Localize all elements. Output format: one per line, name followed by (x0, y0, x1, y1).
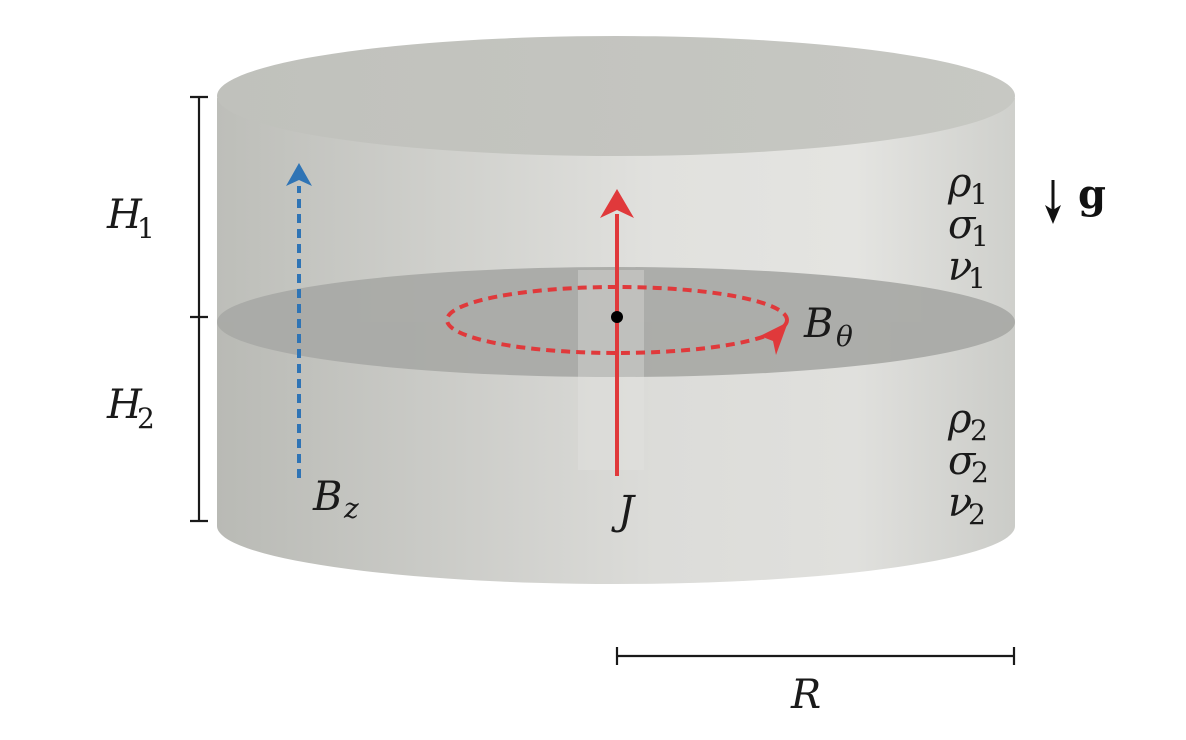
label-g: g (1078, 171, 1106, 218)
radius-scale-bar (615, 647, 1016, 665)
prop-rho2-main: ρ (947, 396, 972, 442)
label-H1-sub: 1 (137, 212, 155, 245)
prop-nu1-main: ν (948, 244, 972, 290)
label-Bz-sub: z (343, 492, 359, 525)
prop-sigma1-main: σ (948, 202, 977, 248)
label-Bz-main: B (312, 474, 342, 520)
current-arrow (600, 189, 634, 476)
prop-nu2-sub: 2 (968, 498, 986, 531)
gravity-arrowhead (1045, 205, 1061, 224)
label-Btheta: B θ (803, 301, 853, 353)
label-Bz: B z (312, 474, 359, 525)
top-cap (217, 36, 1015, 156)
prop-sigma1-sub: 1 (971, 220, 989, 253)
bz-arrowhead (286, 163, 312, 186)
cylinder (217, 36, 1015, 584)
label-H2-sub: 2 (137, 402, 155, 435)
btheta-arrowhead (760, 322, 788, 355)
height-bracket (190, 95, 208, 523)
prop-rho1-main: ρ (947, 160, 972, 206)
axis-column (578, 270, 644, 470)
current-arrowhead (600, 189, 634, 218)
label-H1-main: H (106, 192, 143, 238)
prop-rho2-sub: 2 (970, 414, 988, 447)
prop-nu1-sub: 1 (968, 262, 986, 295)
prop-rho1-sub: 1 (970, 178, 988, 211)
upper-layer-properties: ρ 1 σ 1 ν 1 (947, 160, 989, 295)
label-R: R (790, 672, 821, 718)
prop-sigma2-main: σ (948, 438, 977, 484)
label-H2-main: H (106, 382, 143, 428)
btheta-field-loop (445, 285, 789, 355)
label-H2: H 2 (106, 382, 155, 435)
center-point (611, 311, 623, 323)
lower-layer-properties: ρ 2 σ 2 ν 2 (947, 396, 989, 531)
label-Btheta-main: B (803, 301, 833, 347)
label-Btheta-sub: θ (836, 320, 853, 353)
label-H1: H 1 (106, 192, 155, 245)
prop-sigma2-sub: 2 (971, 456, 989, 489)
gravity-arrow (1045, 180, 1061, 224)
bz-field-arrow (286, 163, 312, 478)
prop-nu2-main: ν (948, 480, 972, 526)
